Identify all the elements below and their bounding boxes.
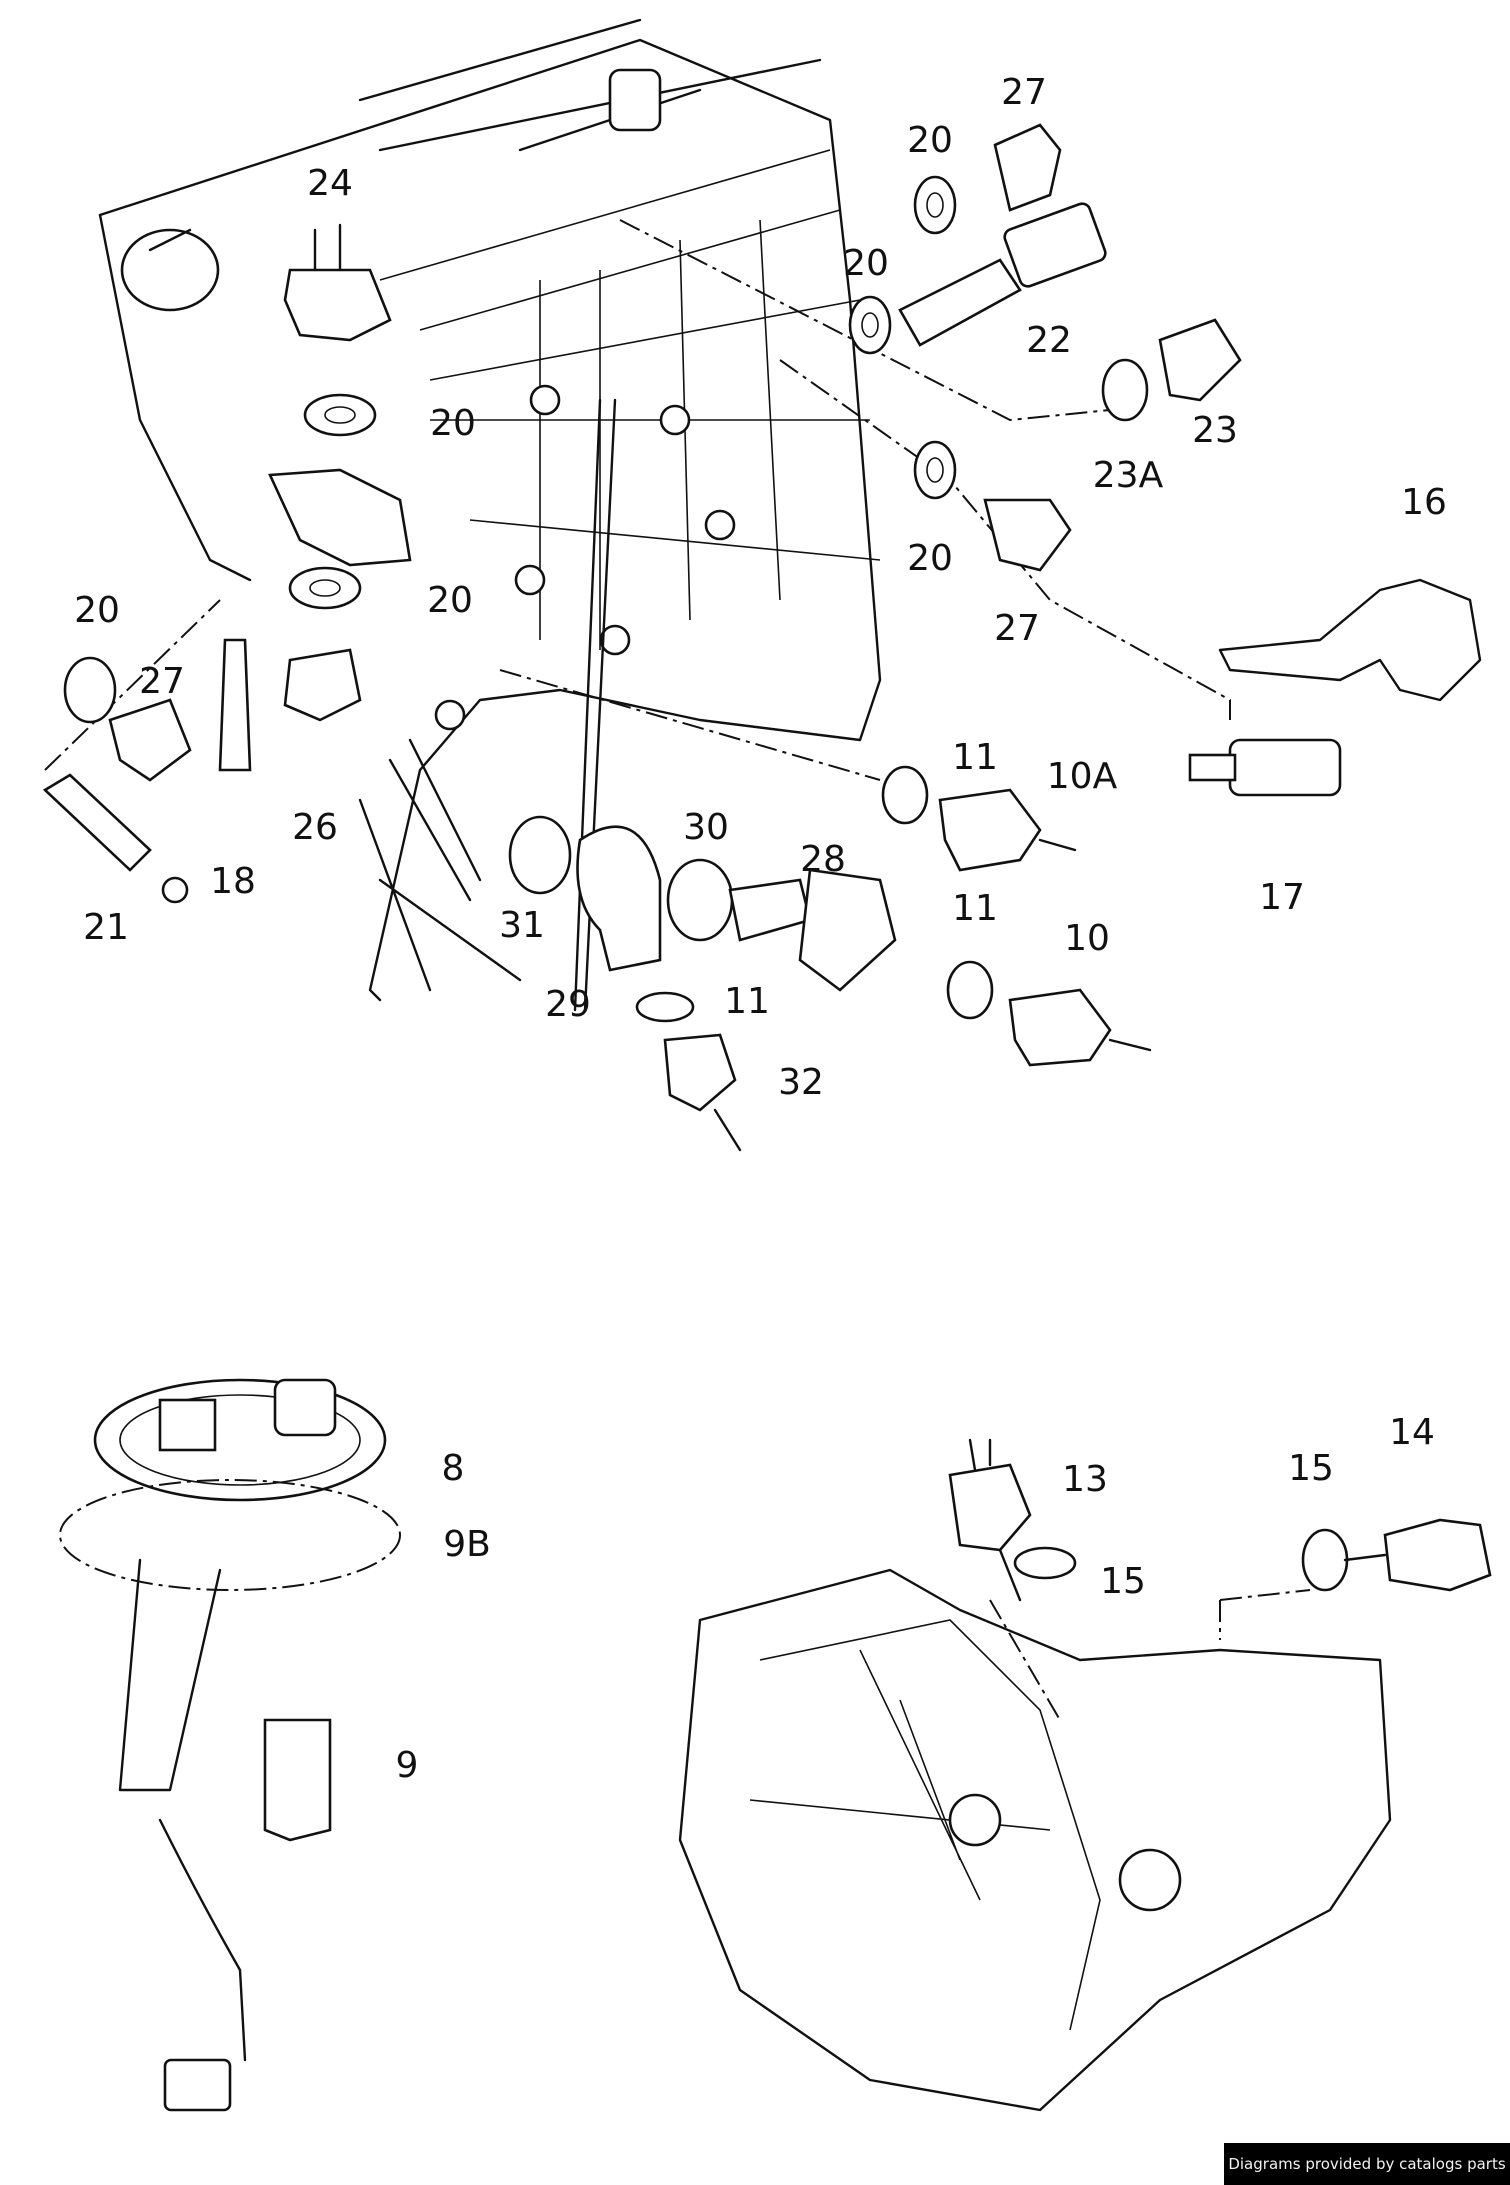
watermark-badge: Diagrams provided by catalogs parts: [1224, 2143, 1510, 2185]
part-callout-28: 28: [800, 839, 846, 880]
gearbox: [678, 1438, 1492, 2112]
part-callout-23: 23: [1192, 410, 1238, 451]
fuel-sender: [59, 1378, 401, 2112]
part-callout-16: 16: [1401, 482, 1447, 523]
part-callout-20: 20: [430, 403, 476, 444]
part-callout-15: 15: [1100, 1561, 1146, 1602]
part-callout-27: 27: [994, 608, 1040, 649]
part-callout-20: 20: [907, 120, 953, 161]
part-callout-14: 14: [1389, 1412, 1435, 1453]
part-labels: 27 20 20 22 23 23A 16 20 27 24 20 20 20 27 26 18 21 11 10A…: [74, 72, 1447, 1786]
part-callout-17: 17: [1259, 877, 1305, 918]
part-callout-9: 9: [396, 1745, 419, 1786]
part-callout-22: 22: [1026, 320, 1072, 361]
part-callout-29: 29: [545, 984, 591, 1025]
part-callout-20: 20: [907, 538, 953, 579]
leader-lines: [44, 219, 1311, 1721]
part-callout-20: 20: [843, 243, 889, 284]
part-callout-10: 10: [1064, 918, 1110, 959]
part-callout-8: 8: [442, 1448, 465, 1489]
part-callout-20: 20: [427, 580, 473, 621]
part-callout-18: 18: [210, 861, 256, 902]
part-callout-26: 26: [292, 807, 338, 848]
part-callout-13: 13: [1062, 1459, 1108, 1500]
part-callout-31: 31: [499, 905, 545, 946]
part-callout-32: 32: [778, 1062, 824, 1103]
part-callout-27: 27: [139, 661, 185, 702]
parts: [42, 123, 1482, 1152]
part-callout-30: 30: [683, 807, 729, 848]
part-callout-21: 21: [83, 907, 129, 948]
part-callout-15: 15: [1288, 1448, 1334, 1489]
part-callout-27: 27: [1001, 72, 1047, 113]
part-callout-11: 11: [952, 737, 998, 778]
part-callout-24: 24: [307, 163, 353, 204]
part-callout-11: 11: [724, 981, 770, 1022]
part-callout-10a: 10A: [1047, 756, 1118, 797]
part-callout-11: 11: [952, 888, 998, 929]
part-callout-23a: 23A: [1093, 455, 1164, 496]
part-callout-20: 20: [74, 590, 120, 631]
part-callout-9b: 9B: [443, 1524, 491, 1565]
engine-block: [98, 18, 882, 1012]
